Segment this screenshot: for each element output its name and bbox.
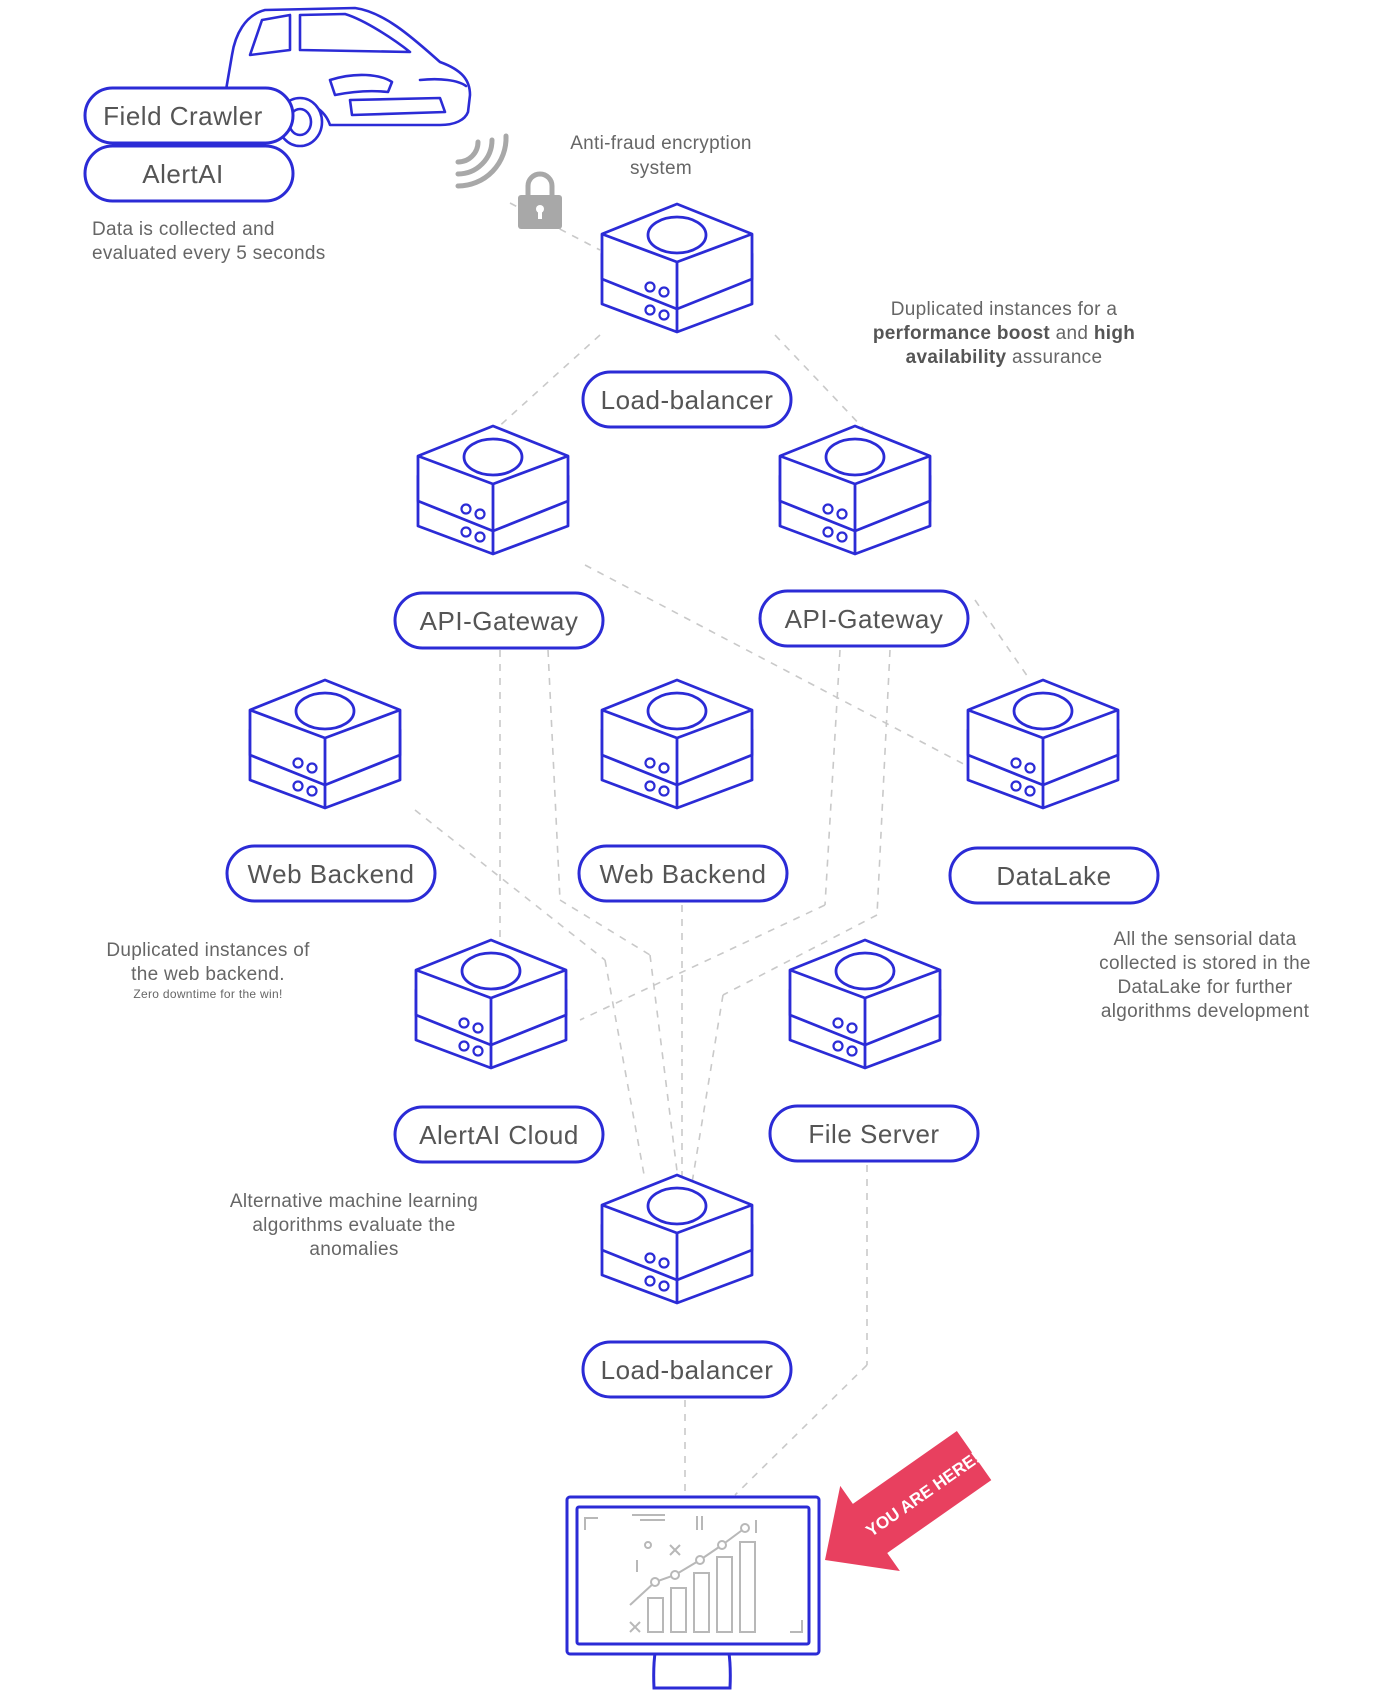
node-label: Web Backend [248,859,415,889]
monitor-screen-graphic [584,1514,803,1633]
node-load-balancer-bottom: Load-balancer [581,1340,793,1399]
note-line: availability assurance [906,347,1103,368]
note-bold: availability [906,347,1007,368]
note-datalake: All the sensorial data collected is stor… [1099,929,1311,1022]
node-file-server: File Server [768,1104,980,1163]
note-line: anomalies [309,1239,398,1260]
node-label: AlertAI Cloud [419,1120,579,1150]
note-line: collected is stored in the [1099,953,1311,974]
node-label: Load-balancer [601,1355,774,1385]
note-line: Anti-fraud encryption [570,133,752,154]
note-line: evaluated every 5 seconds [92,243,326,264]
arrow-icon: YOU ARE HERE! [825,1431,992,1572]
server-icon-alertai-cloud [414,938,568,1070]
note-collection: Data is collected and evaluated every 5 … [92,219,326,264]
note-line: system [630,158,692,179]
node-label: Field Crawler [103,101,263,131]
node-label: DataLake [996,861,1111,891]
note-line: Alternative machine learning [230,1191,478,1212]
server-icon-file-server [788,938,942,1070]
server-icon-api-gateway-left [416,424,570,556]
node-api-gateway-left: API-Gateway [393,591,605,650]
server-icon-web-backend-center [600,678,754,810]
node-alertai: AlertAI [83,144,295,203]
node-label: File Server [808,1119,939,1149]
connectors [414,202,1031,1496]
node-load-balancer-top: Load-balancer [581,370,793,429]
note-line: DataLake for further [1118,977,1293,998]
node-label: AlertAI [142,159,224,189]
note-small: Zero downtime for the win! [133,987,282,1001]
server-icon-datalake [966,678,1120,810]
server-icon-web-backend-left [248,678,402,810]
signal-icon [455,133,509,189]
node-alertai-cloud: AlertAI Cloud [393,1105,605,1164]
note-bold: high [1094,323,1135,344]
note-line: All the sensorial data [1114,929,1297,950]
note-bold: performance boost [873,323,1051,344]
note-line: algorithms development [1101,1001,1310,1022]
lock-icon [518,171,562,229]
note-line: the web backend. [131,964,285,985]
node-datalake: DataLake [948,846,1160,905]
node-field-crawler: Field Crawler [83,86,295,145]
server-icon-load-balancer-bottom [600,1173,754,1305]
note-duplicated-instances: Duplicated instances for a performance b… [873,299,1135,368]
node-web-backend-center: Web Backend [577,844,789,903]
note-line: Duplicated instances of [106,940,310,961]
note-ml: Alternative machine learning algorithms … [230,1191,478,1260]
node-label: Web Backend [600,859,767,889]
note-line: performance boost and high [873,323,1135,344]
note-line: Duplicated instances for a [891,299,1118,320]
node-web-backend-left: Web Backend [225,844,437,903]
node-label: API-Gateway [420,606,579,636]
node-label: API-Gateway [785,604,944,634]
server-icon-api-gateway-right [778,424,932,556]
note-web-backend: Duplicated instances of the web backend.… [106,940,310,1001]
node-label: Load-balancer [601,385,774,415]
note-line: algorithms evaluate the [252,1215,455,1236]
note-encryption: Anti-fraud encryption system [570,133,752,179]
server-icon-load-balancer-top [600,202,754,334]
monitor-icon [565,1495,821,1690]
note-plain: assurance [1006,347,1102,368]
note-line: Data is collected and [92,219,275,240]
node-api-gateway-right: API-Gateway [758,589,970,648]
note-plain: and [1050,323,1094,344]
